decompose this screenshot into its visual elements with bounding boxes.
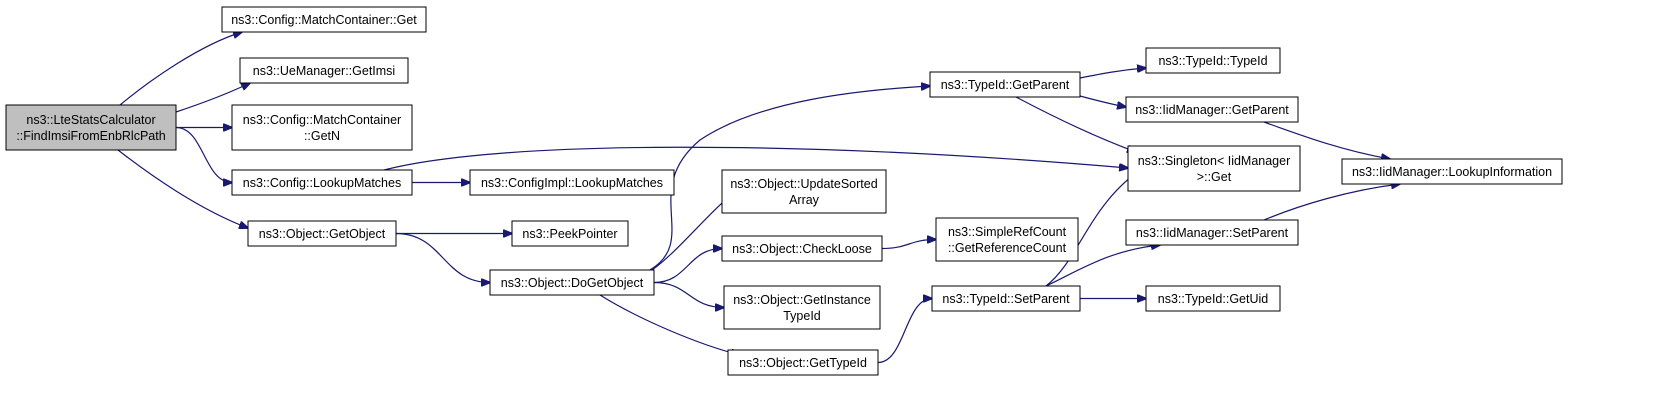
- node-root[interactable]: ns3::LteStatsCalculator::FindImsiFromEnb…: [5, 104, 177, 151]
- node-iid-getparent[interactable]: ns3::IidManager::GetParent: [1125, 96, 1299, 123]
- node-box: [247, 220, 397, 247]
- edge-gettypeid-to-typeid-setparent: [877, 299, 932, 364]
- node-label: ns3::IidManager::SetParent: [1136, 226, 1289, 240]
- node-peek[interactable]: ns3::PeekPointer: [511, 220, 629, 247]
- node-box: [231, 104, 413, 151]
- node-label: ns3::TypeId::GetParent: [941, 78, 1070, 92]
- edges-layer: [117, 32, 1400, 364]
- node-box: [935, 217, 1079, 262]
- node-box: [221, 6, 427, 33]
- node-label: ns3::Config::MatchContainer::Get: [231, 13, 417, 27]
- node-mc-get[interactable]: ns3::Config::MatchContainer::Get: [221, 6, 427, 33]
- node-box: [469, 169, 675, 196]
- node-label: ns3::UeManager::GetImsi: [253, 64, 395, 78]
- node-getobject[interactable]: ns3::Object::GetObject: [247, 220, 397, 247]
- node-label: ns3::Object::DoGetObject: [501, 276, 644, 290]
- edge-iid-getparent-to-lookupinfo: [1263, 121, 1390, 159]
- node-label: Array: [789, 193, 820, 207]
- node-label: ns3::Config::MatchContainer: [243, 113, 401, 127]
- node-label: ns3::SimpleRefCount: [948, 225, 1067, 239]
- node-box: [489, 269, 655, 296]
- node-lookup[interactable]: ns3::Config::LookupMatches: [231, 169, 413, 196]
- node-box: [1341, 158, 1563, 185]
- edge-typeid-getparent-to-singleton: [1015, 96, 1136, 152]
- node-label: ns3::Singleton< IidManager: [1138, 154, 1291, 168]
- node-label: ns3::IidManager::GetParent: [1135, 103, 1289, 117]
- edge-root-to-getobject: [117, 149, 248, 228]
- node-label: ns3::Object::GetObject: [259, 227, 386, 241]
- node-label: ns3::Object::CheckLoose: [732, 242, 872, 256]
- node-lookupinfo[interactable]: ns3::IidManager::LookupInformation: [1341, 158, 1563, 185]
- node-typeid-typeid[interactable]: ns3::TypeId::TypeId: [1145, 47, 1281, 74]
- node-box: [721, 235, 883, 262]
- node-box: [931, 285, 1081, 312]
- node-iid-setparent[interactable]: ns3::IidManager::SetParent: [1125, 219, 1299, 246]
- edge-dogetobject-to-typeid-getparent: [649, 86, 930, 271]
- node-label: ns3::ConfigImpl::LookupMatches: [481, 176, 663, 190]
- node-label: ns3::LteStatsCalculator: [26, 113, 155, 127]
- node-box: [511, 220, 629, 247]
- node-dogetobject[interactable]: ns3::Object::DoGetObject: [489, 269, 655, 296]
- node-label: ns3::IidManager::LookupInformation: [1352, 165, 1552, 179]
- node-box: [727, 349, 879, 376]
- node-box: [1125, 219, 1299, 246]
- edge-dogetobject-to-checkloose: [653, 249, 722, 284]
- nodes-layer: ns3::LteStatsCalculator::FindImsiFromEnb…: [5, 6, 1563, 376]
- node-typeid-getuid[interactable]: ns3::TypeId::GetUid: [1145, 285, 1281, 312]
- node-typeid-setparent[interactable]: ns3::TypeId::SetParent: [931, 285, 1081, 312]
- node-label: ns3::PeekPointer: [522, 227, 617, 241]
- node-label: ns3::Config::LookupMatches: [243, 176, 401, 190]
- node-box: [231, 169, 413, 196]
- node-box: [1145, 47, 1281, 74]
- node-label: ::FindImsiFromEnbRlcPath: [16, 129, 165, 143]
- edge-root-to-mc-get: [119, 32, 242, 106]
- node-mc-getn[interactable]: ns3::Config::MatchContainer::GetN: [231, 104, 413, 151]
- node-label: ns3::TypeId::SetParent: [942, 292, 1070, 306]
- node-box: [1145, 285, 1281, 312]
- node-gettypeid[interactable]: ns3::Object::GetTypeId: [727, 349, 879, 376]
- node-label: ::GetReferenceCount: [948, 241, 1067, 255]
- node-box: [239, 57, 409, 84]
- node-simpleref[interactable]: ns3::SimpleRefCount::GetReferenceCount: [935, 217, 1079, 262]
- node-label: TypeId: [783, 309, 821, 323]
- edge-lookup-to-singleton: [383, 146, 1128, 170]
- node-box: [1125, 96, 1299, 123]
- edge-iid-setparent-to-lookupinfo: [1263, 184, 1400, 221]
- node-typeid-getparent[interactable]: ns3::TypeId::GetParent: [929, 71, 1081, 98]
- node-label: ns3::TypeId::GetUid: [1158, 292, 1269, 306]
- node-label: ::GetN: [304, 129, 340, 143]
- node-label: ns3::Object::UpdateSorted: [730, 177, 877, 191]
- node-label: ns3::Object::GetTypeId: [739, 356, 867, 370]
- node-label: ns3::TypeId::TypeId: [1158, 54, 1267, 68]
- node-label: >::Get: [1197, 170, 1232, 184]
- node-configimpl[interactable]: ns3::ConfigImpl::LookupMatches: [469, 169, 675, 196]
- edge-typeid-getparent-to-typeid-typeid: [1079, 68, 1146, 79]
- node-box: [1127, 145, 1301, 192]
- edge-typeid-getparent-to-iid-getparent: [1079, 95, 1126, 107]
- node-label: ns3::Object::GetInstance: [733, 293, 871, 307]
- node-box: [721, 169, 887, 214]
- edge-dogetobject-to-gettypeid: [599, 294, 740, 355]
- edge-getobject-to-dogetobject: [395, 232, 490, 283]
- edge-dogetobject-to-getinstance: [653, 281, 724, 308]
- node-box: [5, 104, 177, 151]
- node-ue-getimsi[interactable]: ns3::UeManager::GetImsi: [239, 57, 409, 84]
- node-box: [929, 71, 1081, 98]
- node-checkloose[interactable]: ns3::Object::CheckLoose: [721, 235, 883, 262]
- edge-root-to-ue-getimsi: [175, 83, 250, 113]
- edge-root-to-lookup: [175, 126, 232, 183]
- edge-typeid-setparent-to-iid-setparent: [1045, 245, 1160, 287]
- node-singleton[interactable]: ns3::Singleton< IidManager>::Get: [1127, 145, 1301, 192]
- node-box: [723, 285, 881, 330]
- edge-checkloose-to-simpleref: [881, 240, 936, 250]
